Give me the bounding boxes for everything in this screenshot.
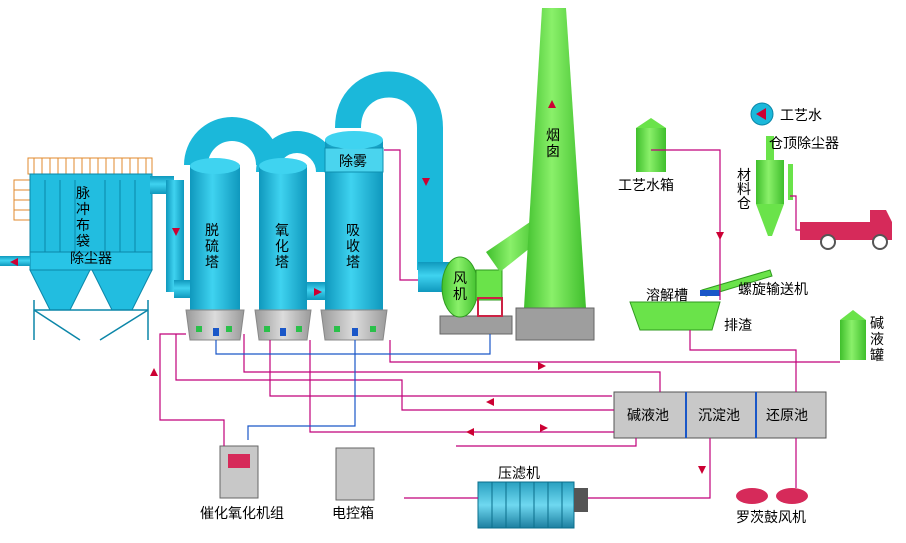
flow-arrows — [10, 100, 724, 474]
desulf-char-3: 塔 — [205, 255, 219, 271]
bag-dust-collector: 除尘器 脉 冲 布 袋 — [0, 157, 153, 341]
control-box-label: 电控箱 — [332, 506, 374, 522]
induced-draft-fan — [439, 222, 540, 335]
desulf-char-1: 脱 — [205, 223, 219, 239]
dissolve-tank — [629, 290, 721, 331]
alkali-tank-char-3: 罐 — [870, 348, 884, 364]
roots-blowers — [736, 488, 808, 504]
pulse-bag-char-4: 袋 — [76, 234, 90, 250]
settle-pool-label: 沉淀池 — [698, 408, 740, 424]
catalytic-unit — [219, 445, 259, 499]
absorb-char-2: 收 — [346, 239, 360, 255]
oxid-char-1: 氧 — [275, 223, 289, 239]
alkali-tank-char-2: 液 — [870, 332, 884, 348]
oxid-char-3: 塔 — [275, 255, 289, 271]
absorb-char-3: 塔 — [346, 255, 360, 271]
process-water-source — [750, 102, 774, 126]
pools — [613, 391, 827, 439]
pulse-bag-char-1: 脉 — [76, 186, 90, 202]
pipe-network — [159, 149, 840, 499]
oxid-char-2: 化 — [275, 239, 289, 255]
absorption-tower — [324, 131, 384, 310]
roots-blower-label: 罗茨鼓风机 — [736, 510, 806, 526]
pulse-bag-char-2: 冲 — [76, 202, 90, 218]
chimney-char-1: 烟 — [546, 128, 560, 144]
process-water-label: 工艺水 — [780, 108, 822, 124]
alkali-tank-char-1: 碱 — [870, 316, 884, 332]
fan-char-2: 机 — [453, 287, 467, 303]
pulse-bag-char-3: 布 — [76, 218, 90, 234]
desulf-char-2: 硫 — [205, 239, 219, 255]
process-water-tank — [636, 118, 666, 172]
slag-label: 排渣 — [724, 318, 752, 334]
material-silo-char-2: 料 — [737, 182, 751, 198]
dust-collector-label: 除尘器 — [70, 251, 112, 267]
dissolve-tank-label: 溶解槽 — [646, 288, 688, 304]
chimney — [515, 8, 595, 341]
alkali-tank — [840, 310, 866, 360]
catalytic-unit-label: 催化氧化机组 — [200, 506, 284, 522]
desulfurization-tower — [190, 158, 240, 310]
oxidation-tower — [259, 158, 307, 310]
material-silo-char-3: 仓 — [737, 196, 751, 212]
absorb-char-1: 吸 — [346, 223, 360, 239]
fan-char-1: 风 — [453, 271, 467, 287]
silo-dust-label: 仓顶除尘器 — [769, 136, 839, 152]
material-silo-char-1: 材 — [737, 168, 751, 184]
filter-press — [477, 481, 588, 529]
filter-press-label: 压滤机 — [498, 466, 540, 482]
screw-conveyor-label: 螺旋输送机 — [738, 282, 808, 298]
alkali-pool-label: 碱液池 — [627, 408, 669, 424]
delivery-truck — [800, 210, 892, 250]
material-silo — [756, 136, 793, 236]
process-water-tank-label: 工艺水箱 — [618, 178, 674, 194]
reduce-pool-label: 还原池 — [766, 408, 808, 424]
chimney-char-2: 囱 — [546, 144, 560, 160]
tower-bases — [185, 309, 388, 341]
control-box — [335, 447, 375, 501]
demister-label: 除雾 — [339, 154, 367, 170]
